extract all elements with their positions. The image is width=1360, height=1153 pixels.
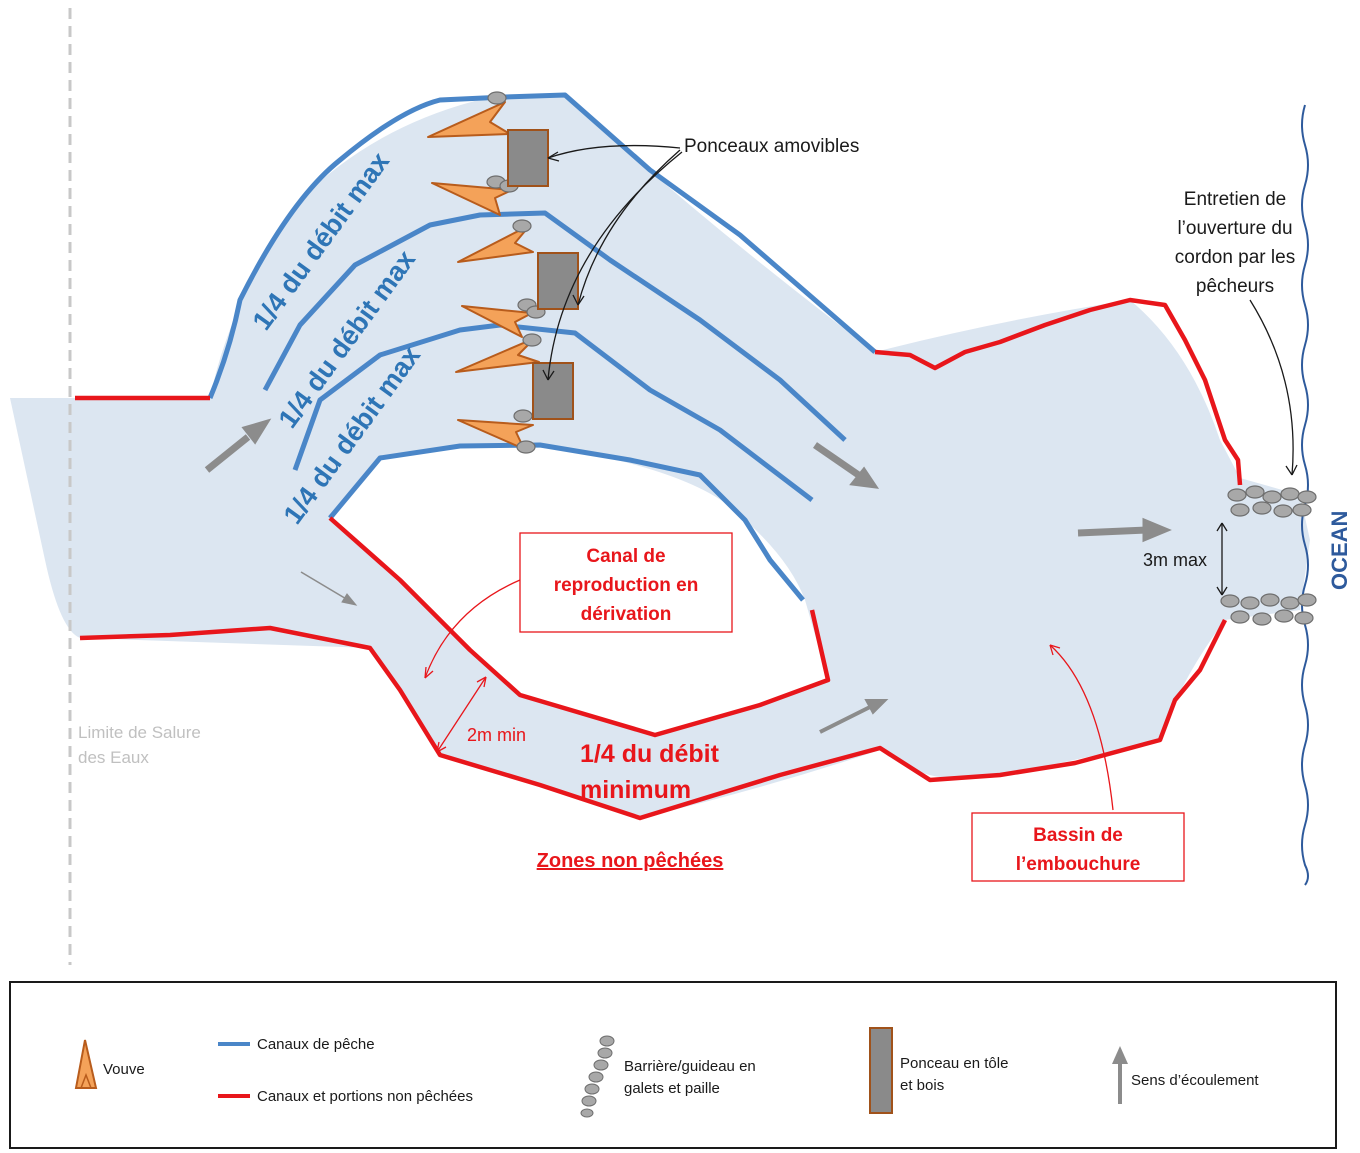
debit-min-label-1: 1/4 du débit	[580, 740, 720, 768]
legend-frame	[9, 981, 1337, 1149]
entretien-pointer	[1249, 299, 1294, 476]
legend-culvert-icon	[869, 1027, 893, 1114]
entretien-label-2: l’ouverture du	[1177, 218, 1292, 239]
canal-repro-pointer	[424, 579, 521, 679]
vouve-icon	[457, 419, 534, 450]
legend-barriere-label-1: Barrière/guideau en	[624, 1058, 756, 1075]
legend-canaux-non-peches-label: Canaux et portions non pêchées	[257, 1088, 473, 1105]
bassin-label-1: Bassin de	[1033, 825, 1123, 846]
culvert-icon	[537, 252, 579, 310]
flow-arrow-small	[300, 571, 358, 606]
ponceaux-pointers	[542, 144, 1298, 596]
legend-ponceau-label-2: et bois	[900, 1077, 944, 1094]
canal-3-lower-bank	[328, 442, 805, 602]
vouve-icon	[455, 337, 540, 373]
canal-1-lower-bank	[262, 210, 847, 442]
vouve-icon	[461, 305, 533, 338]
canal-repro-label-3: dérivation	[581, 604, 672, 625]
legend: Vouve Canaux de pêche Canaux et portions…	[9, 981, 1337, 1149]
flow-arrow-bypass	[819, 699, 889, 734]
vouves	[427, 101, 540, 450]
bassin-box	[971, 812, 1185, 882]
red-pointers	[424, 579, 1114, 811]
vouve-icon	[457, 224, 534, 263]
limite-label-1: Limite de Salure	[78, 723, 201, 742]
debit-min-label-2: minimum	[580, 776, 691, 804]
ocean-label: OCEAN	[1327, 511, 1352, 590]
two-m-measure	[436, 676, 487, 753]
canal-repro-label-1: Canal de	[586, 546, 665, 567]
canal-repro-label-2: reproduction en	[554, 575, 699, 596]
flow-arrow-upstream	[204, 418, 272, 473]
bassin-pointer	[1049, 644, 1114, 811]
water-area	[10, 95, 1310, 818]
canal-repro-box	[519, 532, 733, 633]
culvert-icon	[507, 129, 549, 187]
vouve-icon	[427, 101, 511, 138]
vouve-icon	[431, 182, 513, 216]
flow-arrows	[204, 418, 1172, 734]
bypass-inner-bank	[328, 516, 831, 738]
basin-top-bank	[874, 297, 1243, 486]
limite-label-2: des Eaux	[78, 748, 149, 767]
flow-arrow-basin	[1077, 517, 1172, 543]
non-fished-canals	[75, 297, 1243, 821]
legend-canaux-peche-label: Canaux de pêche	[257, 1036, 375, 1053]
legend-ponceau-label-1: Ponceau en tôle	[900, 1055, 1008, 1072]
three-m-label: 3m max	[1143, 550, 1207, 570]
entretien-label-3: cordon par les	[1175, 247, 1295, 268]
canal-outer-bank	[207, 92, 877, 399]
two-m-label: 2m min	[467, 725, 526, 745]
legend-barrier-icon	[580, 1035, 615, 1118]
upstream-bottom-bank	[79, 618, 1228, 821]
flow-arrow-canals	[813, 442, 880, 489]
entretien-label-1: Entretien de	[1184, 189, 1286, 210]
ponceaux-label: Ponceaux amovibles	[684, 136, 859, 157]
bassin-label-2: l’embouchure	[1016, 854, 1141, 875]
legend-barriere-label-2: galets et paille	[624, 1080, 720, 1097]
legend-vouve-label: Vouve	[103, 1061, 145, 1078]
legend-sens-label: Sens d’écoulement	[1131, 1072, 1259, 1089]
legend-vouve-icon	[74, 1039, 98, 1089]
entretien-label-4: pêcheurs	[1196, 276, 1274, 297]
zones-label: Zones non pêchées	[537, 850, 724, 872]
legend-flow-arrow-icon	[1112, 1046, 1128, 1104]
